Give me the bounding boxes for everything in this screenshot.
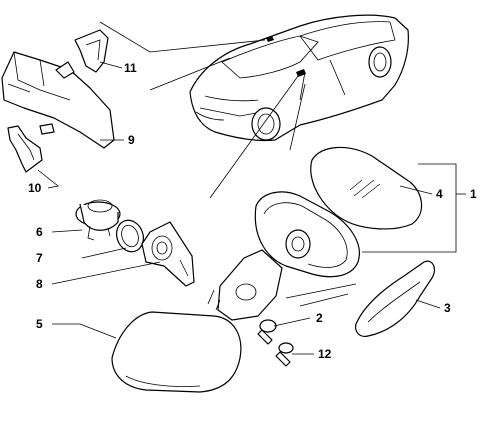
callout-4: 4 [436, 187, 443, 201]
callout-10: 10 [28, 181, 42, 195]
part-5-cover [111, 311, 242, 393]
callout-5: 5 [36, 317, 43, 331]
part-10-bracket [7, 125, 43, 173]
callout-12: 12 [318, 347, 332, 361]
callout-11: 11 [124, 61, 137, 75]
callout-1: 1 [470, 187, 477, 201]
car-illustration [189, 14, 409, 142]
part-1-mirror-assembly [207, 191, 360, 321]
part-6-motor [75, 199, 121, 241]
callout-labels: 11 9 10 6 7 8 5 4 1 2 3 12 [28, 61, 477, 361]
part-11-bracket [74, 29, 109, 73]
part-7-ring [116, 219, 144, 253]
part-12-screw [275, 342, 294, 367]
callout-2: 2 [316, 311, 323, 325]
part-4-glass [310, 146, 423, 230]
callout-8: 8 [36, 277, 43, 291]
leader-lines [37, 61, 466, 355]
part-2-screw [257, 319, 277, 345]
callout-7: 7 [36, 251, 43, 265]
callout-3: 3 [444, 301, 451, 315]
part-8-plate [141, 221, 195, 287]
callout-6: 6 [36, 225, 43, 239]
part-3-lower-cover [355, 260, 436, 337]
callout-9: 9 [128, 133, 135, 147]
